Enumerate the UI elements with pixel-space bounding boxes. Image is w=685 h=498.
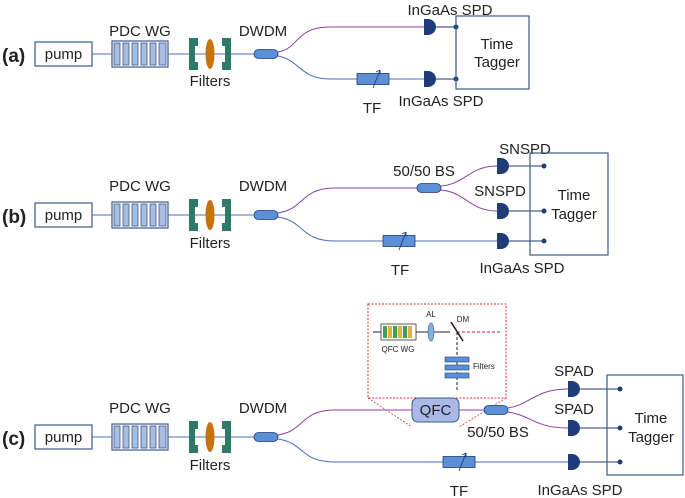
filter-plate-icon (444, 356, 470, 363)
det-upper-label: InGaAs SPD (407, 2, 492, 19)
detector-icon (424, 71, 436, 87)
tagger-line1: Time (635, 410, 668, 427)
pdc-wg-label: PDC WG (109, 400, 171, 417)
tagger-input-dot (617, 425, 623, 431)
tagger-input-dot (617, 459, 623, 465)
det-lower-label: InGaAs SPD (479, 260, 564, 277)
fiber-lower (277, 438, 568, 463)
pump-label: pump (45, 46, 83, 63)
tf-label: TF (391, 262, 409, 279)
qfc-label: QFC (420, 402, 452, 419)
dwdm-label: DWDM (239, 178, 287, 195)
dwdm-coupler-icon (253, 432, 279, 442)
tagger-line2: Tagger (474, 54, 520, 71)
inset-border (367, 303, 507, 399)
detector-icon (424, 19, 436, 35)
filter-plate-icon (444, 372, 470, 379)
fiber-upper (277, 187, 417, 214)
detector-icon (497, 233, 509, 249)
filters-label: Filters (190, 235, 231, 252)
bs-label: 50/50 BS (467, 424, 529, 441)
pump-label: pump (45, 207, 83, 224)
al-label: AL (426, 310, 436, 319)
detector-icon (497, 158, 509, 174)
waveguide-icon (111, 40, 169, 68)
tagger-input-dot (541, 208, 547, 214)
pump-box (34, 41, 93, 67)
waveguide-icon (111, 423, 169, 451)
panel-b-label: (b) (2, 207, 26, 228)
tagger-line1: Time (558, 187, 591, 204)
panel-c-label: (c) (2, 429, 25, 450)
waveguide-icon (111, 201, 169, 229)
splitter-icon (483, 405, 509, 415)
tagger-line2: Tagger (551, 206, 597, 223)
splitter-icon (416, 183, 442, 193)
fiber-lower (277, 55, 424, 80)
tf-label: TF (450, 483, 468, 498)
filters-label: Filters (190, 457, 231, 474)
panel-b: (b) pump PDC WG Filters DWDM 50/50 BS TF… (2, 141, 609, 279)
tagger-input-dot (541, 238, 547, 244)
pump-label: pump (45, 429, 83, 446)
inset-filters-label: Filters (473, 362, 495, 371)
tagger-input-dot (541, 163, 547, 169)
detector-icon (568, 420, 580, 436)
dm-label: DM (457, 315, 470, 324)
qfc-wg-label: QFC WG (382, 345, 415, 354)
dwdm-label: DWDM (239, 400, 287, 417)
dwdm-coupler-icon (253, 210, 279, 220)
lens-icon (427, 322, 435, 342)
detector-icon (568, 381, 580, 397)
qfc-inset: QFC WG AL DM Filters (367, 303, 507, 428)
time-tagger-box (455, 15, 530, 90)
dwdm-coupler-icon (253, 49, 279, 59)
tunable-filter-icon (442, 452, 476, 472)
bs-label: 50/50 BS (393, 163, 455, 180)
fiber-upper (277, 26, 424, 53)
filter-plate-icon (444, 364, 470, 371)
det-upper-2-label: SPAD (554, 401, 594, 418)
dwdm-label: DWDM (239, 23, 287, 40)
pump-box (34, 202, 93, 228)
detector-icon (568, 454, 580, 470)
time-tagger-box (529, 152, 609, 256)
det-lower-label: InGaAs SPD (398, 93, 483, 110)
time-tagger-box (606, 374, 684, 476)
tf-label: TF (363, 100, 381, 117)
tagger-input-dot (617, 386, 623, 392)
tunable-filter-icon (356, 69, 390, 89)
pump-box (34, 424, 93, 450)
det-lower-label: InGaAs SPD (537, 482, 622, 498)
pdc-wg-label: PDC WG (109, 23, 171, 40)
fiber-upper (277, 409, 412, 436)
det-upper-1-label: SNSPD (499, 141, 551, 158)
det-upper-1-label: SPAD (554, 363, 594, 380)
tagger-line2: Tagger (628, 429, 674, 446)
panel-c: (c) pump PDC WG Filters DWDM QFC WG AL (2, 303, 684, 498)
tagger-line1: Time (481, 36, 514, 53)
pdc-wg-label: PDC WG (109, 178, 171, 195)
detector-icon (497, 203, 509, 219)
panel-a: (a) pump PDC WG Filters DWDM TF InGaAs S… (2, 2, 530, 117)
det-upper-2-label: SNSPD (474, 183, 526, 200)
filters-label: Filters (190, 73, 231, 90)
fiber-lower (277, 216, 497, 242)
panel-a-label: (a) (2, 46, 25, 67)
tunable-filter-icon (382, 231, 416, 251)
